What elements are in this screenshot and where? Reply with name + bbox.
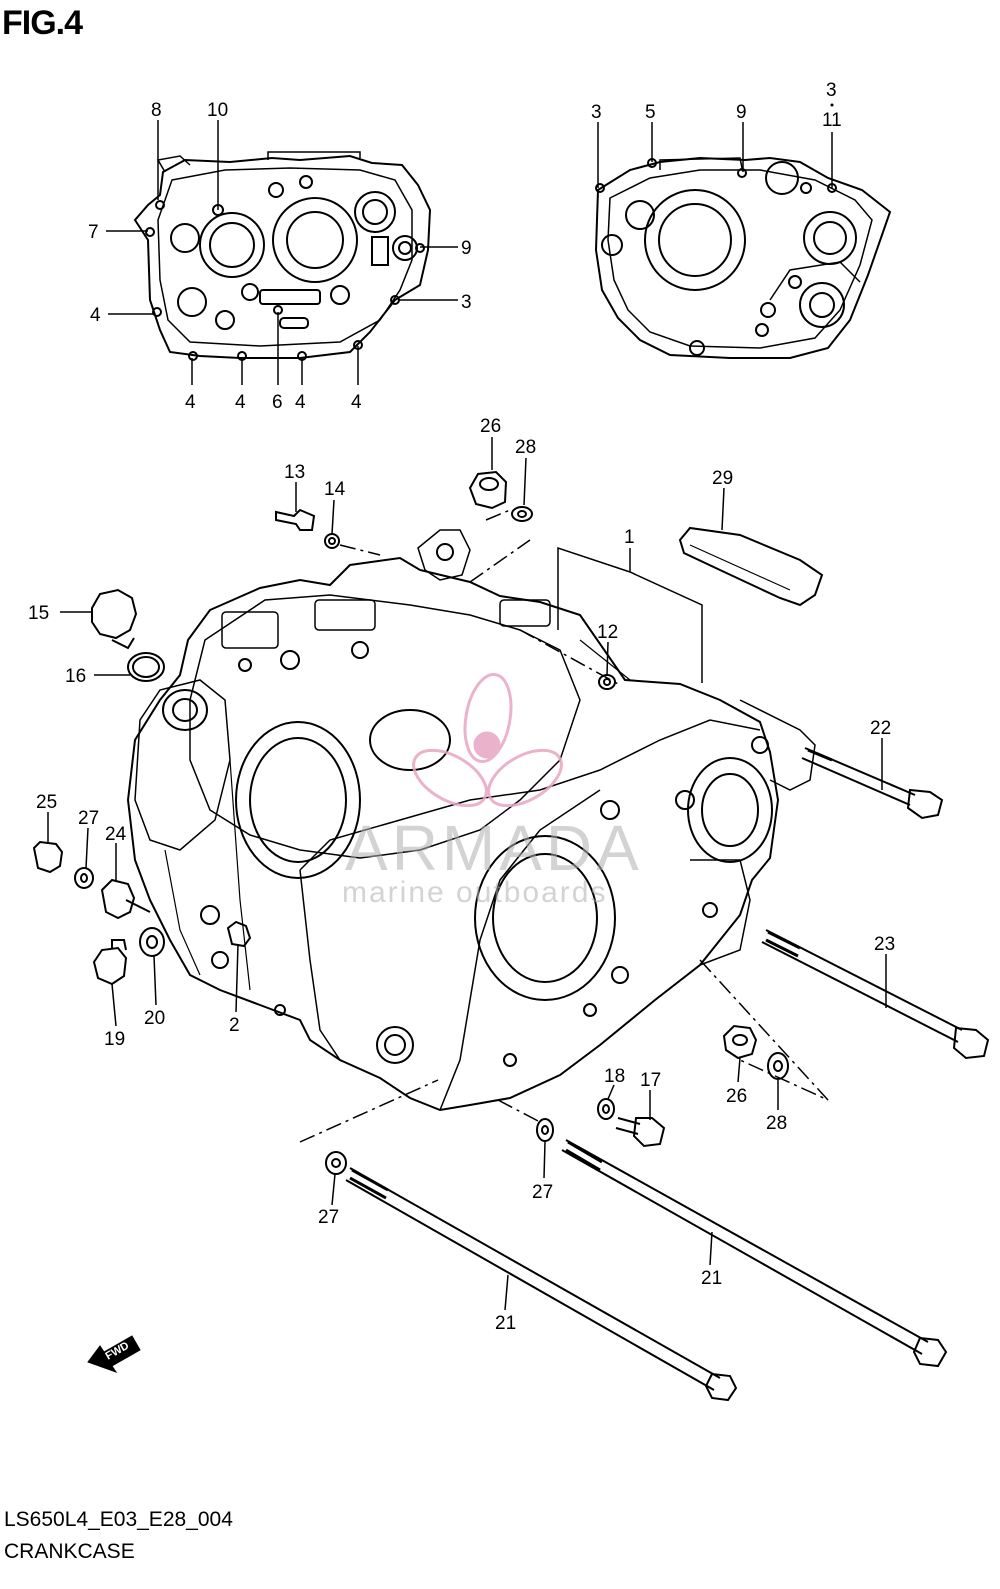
callout-13: 13 bbox=[284, 462, 305, 483]
stud-bolt-21-left bbox=[346, 1168, 736, 1400]
callout-4: 4 bbox=[90, 305, 101, 326]
callout-26: 26 bbox=[480, 416, 501, 437]
callout-25: 25 bbox=[36, 792, 57, 813]
armada-logo-icon bbox=[404, 671, 570, 817]
drain-bolt-19 bbox=[94, 940, 126, 984]
callout-26: 26 bbox=[726, 1086, 747, 1107]
callout-21: 21 bbox=[495, 1313, 516, 1334]
callout-15: 15 bbox=[28, 603, 49, 624]
callout-3: 3 bbox=[461, 292, 472, 313]
watermark-brand: ARMADA bbox=[345, 812, 643, 884]
figure-title: FIG.4 bbox=[2, 4, 83, 42]
callout-4: 4 bbox=[351, 392, 362, 413]
callout-23: 23 bbox=[874, 934, 895, 955]
callout-21: 21 bbox=[701, 1268, 722, 1289]
figure-code: LS650L4_E03_E28_004 bbox=[4, 1508, 233, 1531]
callout-28: 28 bbox=[766, 1113, 787, 1134]
watermark-tagline: marine outboards bbox=[342, 876, 607, 909]
forward-direction-icon: FWD bbox=[88, 1336, 140, 1372]
dowel-pin-2 bbox=[228, 922, 250, 946]
callout-3: 3 bbox=[826, 80, 837, 101]
chain-guide-29 bbox=[680, 528, 822, 605]
callout-9: 9 bbox=[461, 238, 472, 259]
callout-24: 24 bbox=[105, 824, 127, 845]
callout-7: 7 bbox=[88, 222, 99, 243]
callout-22: 22 bbox=[870, 718, 891, 739]
callout-3: 3 bbox=[591, 102, 602, 123]
callout-14: 14 bbox=[324, 479, 346, 500]
callout-27: 27 bbox=[532, 1182, 553, 1203]
armada-watermark: ARMADA marine outboards bbox=[342, 671, 643, 909]
washer-14 bbox=[325, 534, 339, 548]
callout-17: 17 bbox=[640, 1070, 661, 1091]
washer-20 bbox=[140, 928, 164, 956]
leader-lines bbox=[48, 120, 886, 1310]
callout-10: 10 bbox=[207, 100, 228, 121]
separate-parts bbox=[34, 472, 988, 1400]
right-crankcase-inner-view bbox=[596, 158, 890, 358]
callout-28: 28 bbox=[515, 437, 536, 458]
washer-27-lower bbox=[326, 1152, 346, 1174]
washer-18 bbox=[598, 1099, 614, 1119]
nut-26-lower bbox=[724, 1026, 756, 1058]
plug-25 bbox=[34, 842, 62, 872]
callout-8: 8 bbox=[151, 100, 162, 121]
bolt-22 bbox=[802, 748, 942, 818]
callout-2: 2 bbox=[229, 1015, 240, 1036]
bolt-24 bbox=[102, 880, 150, 918]
o-ring-16 bbox=[128, 653, 164, 681]
callout-20: 20 bbox=[144, 1008, 165, 1029]
callout-4: 4 bbox=[185, 392, 196, 413]
callout-1: 1 bbox=[624, 527, 635, 548]
crankcase-assembly bbox=[128, 530, 815, 1110]
washer-28-lower bbox=[768, 1053, 788, 1079]
callout-labels: 8 10 7 4 9 3 4 4 6 4 4 3 5 9 3 11 26 28 … bbox=[28, 80, 895, 1334]
breather-fitting-13 bbox=[276, 510, 314, 530]
callout-16: 16 bbox=[65, 666, 86, 687]
callout-9: 9 bbox=[736, 102, 747, 123]
washer-27-center bbox=[537, 1119, 553, 1141]
callout-4: 4 bbox=[235, 392, 246, 413]
callout-27: 27 bbox=[318, 1207, 339, 1228]
callout-4: 4 bbox=[295, 392, 306, 413]
stud-bolt-21-right bbox=[562, 1140, 946, 1366]
washer-27-left bbox=[75, 868, 93, 888]
callout-27: 27 bbox=[78, 808, 99, 829]
callout-11: 11 bbox=[822, 110, 842, 131]
callout-5: 5 bbox=[645, 102, 656, 123]
washer-28-top bbox=[512, 507, 532, 521]
callout-29: 29 bbox=[712, 468, 733, 489]
nut-26-top bbox=[470, 472, 506, 508]
left-crankcase-inner-view bbox=[135, 152, 430, 360]
callout-18: 18 bbox=[604, 1066, 625, 1087]
bolt-17 bbox=[616, 1118, 664, 1146]
figure-caption: CRANKCASE bbox=[4, 1540, 135, 1563]
callout-19: 19 bbox=[104, 1029, 125, 1050]
callout-6: 6 bbox=[272, 392, 283, 413]
callout-12: 12 bbox=[597, 622, 618, 643]
filler-cap-15 bbox=[92, 590, 136, 648]
